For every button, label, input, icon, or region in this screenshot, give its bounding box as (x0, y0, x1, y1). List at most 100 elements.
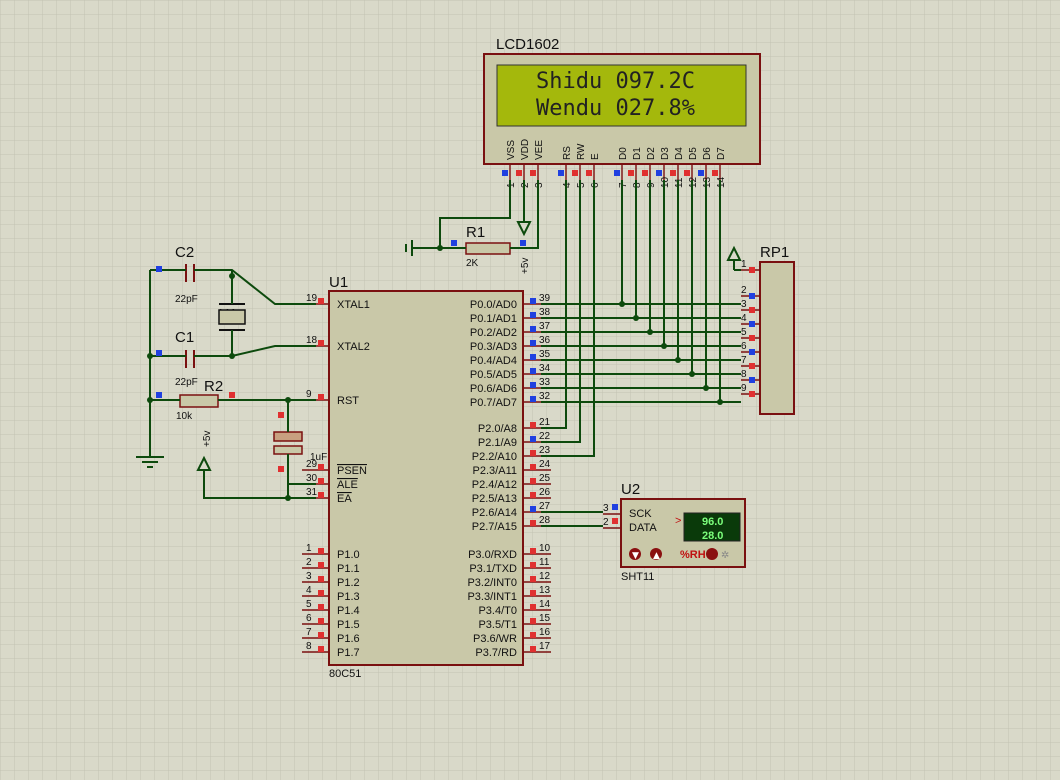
mcu-left-pin-number: 30 (306, 473, 318, 484)
mcu-left-pin-number: 18 (306, 335, 318, 346)
lcd-pin-marker (670, 170, 676, 176)
mcu-left-pin-marker (318, 492, 324, 498)
lcd-pin-marker (586, 170, 592, 176)
mcu-ref-label: U1 (329, 274, 348, 291)
lcd-pin-number: 5 (576, 182, 587, 188)
mcu-right-pin-label: P2.0/A8 (478, 423, 517, 435)
lcd-pin-marker (516, 170, 522, 176)
mcu-component[interactable]: U1 80C51 19XTAL118XTAL29RST29PSEN30ALE31… (302, 274, 551, 680)
rp1-pin-number: 2 (741, 285, 747, 296)
sensor-data-num: 2 (603, 517, 609, 528)
mcu-right-pin-label: P3.0/RXD (468, 549, 517, 561)
lcd-pin-name: D5 (688, 147, 699, 160)
rp1-pin-marker (749, 377, 755, 383)
mcu-right-pin-number: 27 (539, 501, 551, 512)
sensor-sck-label: SCK (629, 508, 652, 520)
mcu-right-pin-marker (530, 298, 536, 304)
mcu-left-pin-number: 4 (306, 585, 312, 596)
lcd-pin-name: E (590, 153, 601, 160)
mcu-right-pin-number: 17 (539, 641, 551, 652)
mcu-left-pin-label: P1.5 (337, 619, 360, 631)
mcu-right-pin-marker (530, 312, 536, 318)
rp1-pin-number: 6 (741, 341, 747, 352)
mcu-left-pin-number: 19 (306, 293, 318, 304)
mcu-left-pin-number: 2 (306, 557, 312, 568)
mcu-left-pin-number: 8 (306, 641, 312, 652)
mcu-right-pins: 39P0.0/AD038P0.1/AD137P0.2/AD236P0.3/AD3… (467, 293, 551, 659)
mcu-left-pin-number: 9 (306, 389, 312, 400)
mcu-left-pin-number: 1 (306, 543, 312, 554)
mcu-right-pin-number: 10 (539, 543, 551, 554)
mcu-left-pin-marker (318, 618, 324, 624)
rp1-pin-marker (749, 321, 755, 327)
mcu-right-pin-marker (530, 548, 536, 554)
mcu-left-pin-marker (318, 394, 324, 400)
sensor-data-marker (612, 518, 618, 524)
mcu-right-pin-number: 24 (539, 459, 551, 470)
rp1-pin-number: 9 (741, 383, 747, 394)
mcu-left-pin-marker (318, 548, 324, 554)
mcu-left-pin-marker (318, 340, 324, 346)
sensor-mode-button[interactable] (706, 548, 718, 560)
mcu-right-pin-number: 21 (539, 417, 551, 428)
mcu-right-pin-marker (530, 492, 536, 498)
lcd-pin-number: 9 (646, 182, 657, 188)
mcu-left-pin-label: P1.0 (337, 549, 360, 561)
lcd-pin-name: D7 (716, 147, 727, 160)
mcu-right-pin-number: 33 (539, 377, 551, 388)
c2-ref-label: C2 (175, 244, 194, 261)
lcd-pin-marker (684, 170, 690, 176)
mcu-right-pin-label: P0.1/AD1 (470, 313, 517, 325)
rp1-ref-label: RP1 (760, 244, 789, 261)
mcu-left-pin-marker (318, 604, 324, 610)
lcd-pin-marker (656, 170, 662, 176)
rp1-pin-number: 8 (741, 369, 747, 380)
lcd-pin-marker (712, 170, 718, 176)
mcu-left-pin-label: EA (337, 493, 352, 505)
mcu-body[interactable] (328, 290, 524, 666)
r1-resistor (465, 242, 511, 255)
mcu-right-pin-label: P3.4/T0 (478, 605, 517, 617)
c2-value-label: 22pF (175, 294, 198, 305)
lcd-pin-number: 1 (506, 182, 517, 188)
lcd-pin-number: 3 (534, 182, 545, 188)
mcu-right-pin-number: 23 (539, 445, 551, 456)
x1-crystal (218, 309, 246, 325)
lcd-component[interactable]: LCD1602 Shidu 097.2C Wendu 027.8% VSS1VD… (483, 36, 761, 188)
lcd-pin-name: VDD (520, 139, 531, 160)
sensor-humidity-value: 96.0 (702, 516, 723, 528)
mcu-right-pin-label: P0.6/AD6 (470, 383, 517, 395)
sensor-temperature-value: 28.0 (702, 530, 723, 542)
rp1-body[interactable] (759, 261, 795, 415)
mcu-left-pins: 19XTAL118XTAL29RST29PSEN30ALE31EA1P1.02P… (302, 293, 370, 659)
mcu-right-pin-marker (530, 464, 536, 470)
sensor-increase-button[interactable] (650, 548, 662, 560)
c3-capacitor-top (273, 431, 303, 442)
rp1-pin-marker (749, 293, 755, 299)
mcu-right-pin-marker (530, 604, 536, 610)
lcd-pin-name: D4 (674, 147, 685, 160)
mcu-right-pin-label: P2.6/A14 (472, 507, 517, 519)
r1-circuit[interactable]: R1 2K +5v (465, 224, 531, 274)
mcu-right-pin-label: P3.6/WR (473, 633, 517, 645)
c3-value-label: 1uF (310, 452, 327, 463)
lcd-pin-marker (698, 170, 704, 176)
mcu-left-pin-label: XTAL2 (337, 341, 370, 353)
mcu-left-pin-marker (318, 478, 324, 484)
mcu-right-pin-label: P3.7/RD (475, 647, 517, 659)
mcu-right-pin-marker (530, 396, 536, 402)
mcu-left-pin-label: P1.6 (337, 633, 360, 645)
mcu-right-pin-label: P3.2/INT0 (467, 577, 517, 589)
mcu-right-pin-number: 15 (539, 613, 551, 624)
c1-value-label: 22pF (175, 377, 198, 388)
lcd-ref-label: LCD1602 (496, 36, 559, 53)
sensor-decrease-button[interactable] (629, 548, 641, 560)
mcu-right-pin-marker (530, 520, 536, 526)
sensor-component[interactable]: U2 SCK DATA 3 2 > 96.0 28.0 ▼ ▲ %RH ✲ SH… (603, 481, 746, 583)
rp1-pin-marker (749, 267, 755, 273)
mcu-right-pin-marker (530, 590, 536, 596)
lcd-pin-name: D6 (702, 147, 713, 160)
mcu-right-pin-number: 25 (539, 473, 551, 484)
